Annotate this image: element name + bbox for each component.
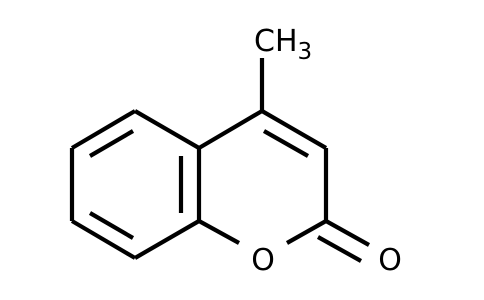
bond-c7-c8-inner <box>88 211 135 240</box>
bond-c4a-c4 <box>197 109 264 150</box>
bond-carbonyl-2 <box>316 235 363 263</box>
bond-c4-c3-inner <box>262 129 310 158</box>
bond-c8-c8a <box>133 219 201 260</box>
bond-c6-c6-inner <box>88 129 135 158</box>
methyl-label-main: CH <box>254 24 298 59</box>
methyl-label: CH3 <box>254 24 312 65</box>
bond-c7-c8 <box>70 219 137 260</box>
bond-c4a-c5 <box>133 109 201 150</box>
carbonyl-oxygen-label: O <box>378 243 402 278</box>
bond-o1-c8a <box>197 219 241 245</box>
bond-c4-c3 <box>260 109 328 150</box>
methyl-label-subscript: 3 <box>298 39 313 65</box>
bond-carbonyl-1 <box>324 219 371 247</box>
bond-c2-o1 <box>285 219 328 245</box>
bond-c5-c6 <box>70 109 137 150</box>
ring-oxygen-label: O <box>251 243 275 278</box>
